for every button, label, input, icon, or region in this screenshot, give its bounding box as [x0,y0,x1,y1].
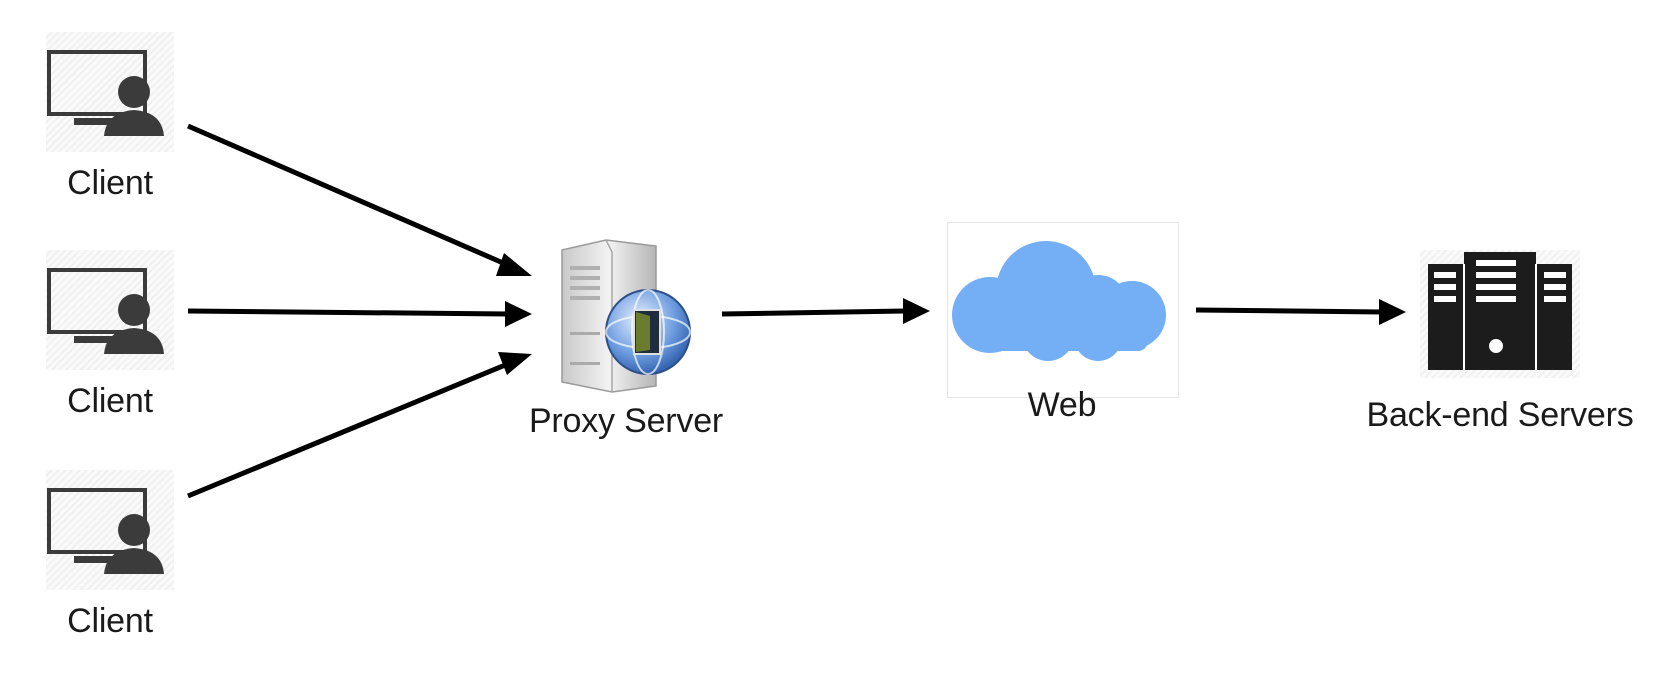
edge-proxy-web [721,298,930,324]
server-rack-icon [1420,250,1580,378]
web-label: Web [1027,386,1097,424]
edge-client2-proxy [187,301,532,327]
edge-client1-proxy [187,123,532,276]
client-monitor-user-icon [46,32,174,152]
proxy-server-label: Proxy Server [528,402,724,440]
client-label: Client [67,382,153,420]
proxy-server-globe-icon [556,236,696,394]
edge-web-backend [1195,299,1406,325]
edge-client3-proxy [187,352,532,499]
cloud-frame [947,222,1179,398]
client-monitor-user-icon [46,250,174,370]
cloud-icon [952,241,1166,361]
client-label: Client [67,602,153,640]
client-monitor-user-icon [46,470,174,590]
back-end-servers-label: Back-end Servers [1366,396,1634,434]
client-label: Client [67,164,153,202]
